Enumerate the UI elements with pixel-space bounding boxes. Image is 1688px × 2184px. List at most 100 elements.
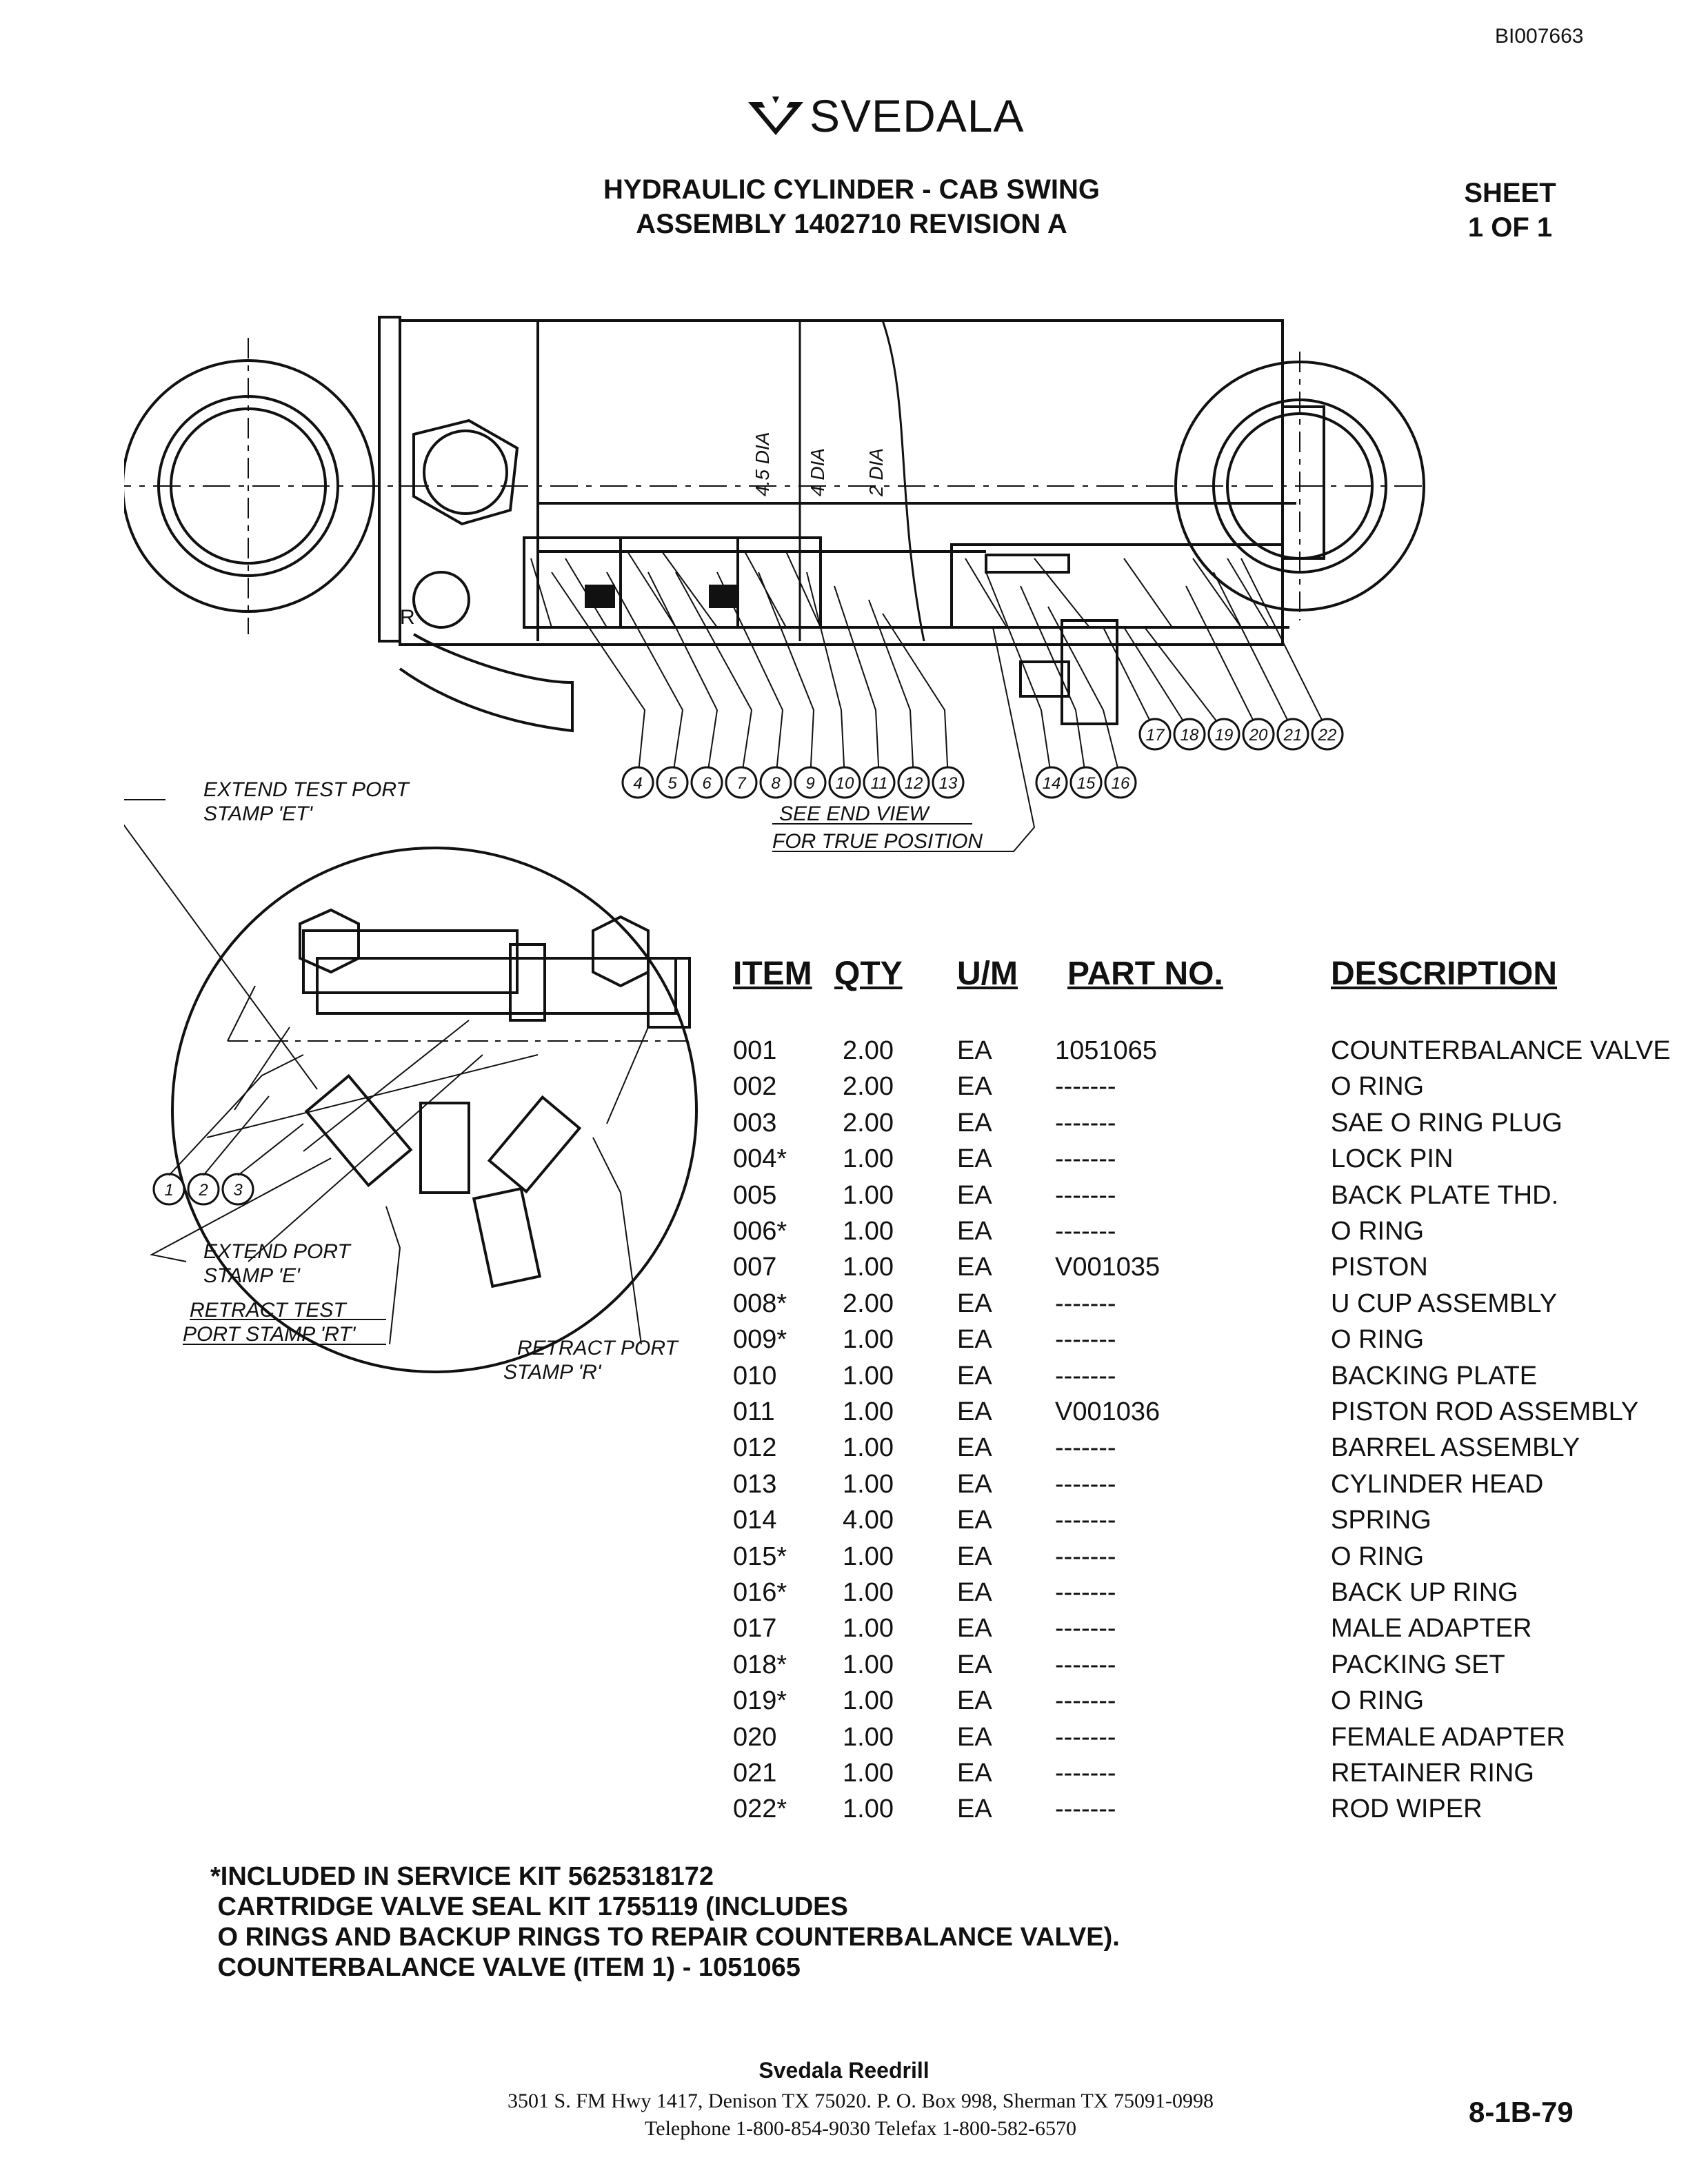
balloon-20: 20 <box>1249 726 1268 745</box>
cell-qty: 1.00 <box>843 1253 894 1282</box>
dia-label-3: 2 DIA <box>865 448 887 497</box>
cell-item: 002 <box>733 1072 777 1102</box>
svedala-logo: SVEDALA <box>745 90 1024 142</box>
cell-um: EA <box>957 1072 992 1102</box>
cell-part-no: ------- <box>1055 1506 1116 1535</box>
cell-um: EA <box>957 1108 992 1138</box>
cell-description: MALE ADAPTER <box>1331 1614 1532 1644</box>
cell-um: EA <box>957 1397 992 1426</box>
footer-address-block: 3501 S. FM Hwy 1417, Denison TX 75020. P… <box>0 2087 1688 2143</box>
extend-test-port-label: EXTEND TEST PORT <box>203 778 410 801</box>
cell-item: 018* <box>733 1650 787 1679</box>
cell-um: EA <box>957 1759 992 1788</box>
note-line-3: O RINGS AND BACKUP RINGS TO REPAIR COUNT… <box>210 1923 1120 1952</box>
retract-test-label: RETRACT TEST <box>190 1299 348 1322</box>
cell-qty: 2.00 <box>843 1072 894 1102</box>
cell-qty: 2.00 <box>843 1108 894 1138</box>
cell-item: 008* <box>733 1288 787 1318</box>
cell-item: 017 <box>733 1614 777 1644</box>
cell-part-no: ------- <box>1055 1541 1116 1571</box>
cell-item: 007 <box>733 1253 777 1282</box>
cell-part-no: ------- <box>1055 1650 1116 1679</box>
cell-part-no: ------- <box>1055 1288 1116 1318</box>
cell-part-no: ------- <box>1055 1794 1116 1824</box>
cell-um: EA <box>957 1036 992 1065</box>
end-view-detail <box>171 847 698 1373</box>
document-title-line2: ASSEMBLY 1402710 REVISION A <box>636 209 1067 239</box>
page-number: 8-1B-79 <box>1469 2096 1574 2128</box>
cell-description: LOCK PIN <box>1331 1144 1454 1174</box>
cell-qty: 1.00 <box>843 1794 894 1824</box>
cell-description: O RING <box>1331 1325 1425 1355</box>
cell-description: COUNTERBALANCE VALVE <box>1331 1036 1671 1065</box>
cell-description: BACK PLATE THD. <box>1331 1180 1559 1210</box>
balloon-21: 21 <box>1283 726 1303 745</box>
cell-um: EA <box>957 1433 992 1463</box>
balloon-5: 5 <box>667 774 677 793</box>
cell-qty: 1.00 <box>843 1722 894 1752</box>
cell-um: EA <box>957 1722 992 1752</box>
cell-description: BACKING PLATE <box>1331 1361 1538 1391</box>
col-header-um: U/M <box>957 956 1018 992</box>
cell-item: 003 <box>733 1108 777 1138</box>
balloon-7: 7 <box>736 774 747 793</box>
cell-um: EA <box>957 1506 992 1535</box>
cell-um: EA <box>957 1614 992 1644</box>
cell-description: O RING <box>1331 1686 1425 1716</box>
balloon-15: 15 <box>1077 774 1096 793</box>
service-notes: *INCLUDED IN SERVICE KIT 5625318172 CART… <box>210 1861 1120 1983</box>
cell-part-no: 1051065 <box>1055 1036 1157 1065</box>
balloon-19: 19 <box>1215 726 1234 745</box>
cell-item: 001 <box>733 1036 777 1065</box>
balloon-group-1-3: 1 2 3 <box>152 1173 254 1206</box>
balloon-10: 10 <box>836 774 854 793</box>
cell-part-no: ------- <box>1055 1433 1116 1463</box>
cell-part-no: V001036 <box>1055 1397 1160 1426</box>
balloon-11: 11 <box>871 774 888 793</box>
document-id: BI007663 <box>1495 25 1584 48</box>
balloon-4: 4 <box>633 774 642 793</box>
cell-item: 006* <box>733 1217 787 1246</box>
cell-item: 011 <box>733 1397 775 1426</box>
cell-description: ROD WIPER <box>1331 1794 1483 1824</box>
col-header-item: ITEM <box>733 956 812 992</box>
cell-part-no: ------- <box>1055 1361 1116 1391</box>
col-header-description: DESCRIPTION <box>1331 956 1558 992</box>
cell-description: FEMALE ADAPTER <box>1331 1722 1565 1752</box>
cell-description: CYLINDER HEAD <box>1331 1469 1544 1499</box>
balloon-6: 6 <box>702 774 712 793</box>
balloon-12: 12 <box>905 774 923 793</box>
cell-qty: 2.00 <box>843 1288 894 1318</box>
cell-qty: 1.00 <box>843 1217 894 1246</box>
retract-test-stamp: PORT STAMP 'RT' <box>183 1323 356 1346</box>
cell-item: 020 <box>733 1722 777 1752</box>
cell-um: EA <box>957 1217 992 1246</box>
cell-um: EA <box>957 1325 992 1355</box>
balloon-17: 17 <box>1146 726 1165 745</box>
cell-description: O RING <box>1331 1217 1425 1246</box>
cell-um: EA <box>957 1361 992 1391</box>
cell-qty: 1.00 <box>843 1759 894 1788</box>
balloon-group-4-13: 4 5 6 7 8 9 10 11 12 13 <box>621 766 965 799</box>
cell-item: 022* <box>733 1794 787 1824</box>
cell-item: 013 <box>733 1469 777 1499</box>
cell-qty: 1.00 <box>843 1180 894 1210</box>
balloon-9: 9 <box>805 774 814 793</box>
cell-item: 015* <box>733 1541 787 1571</box>
cell-description: U CUP ASSEMBLY <box>1331 1288 1558 1318</box>
cell-item: 014 <box>733 1506 777 1535</box>
